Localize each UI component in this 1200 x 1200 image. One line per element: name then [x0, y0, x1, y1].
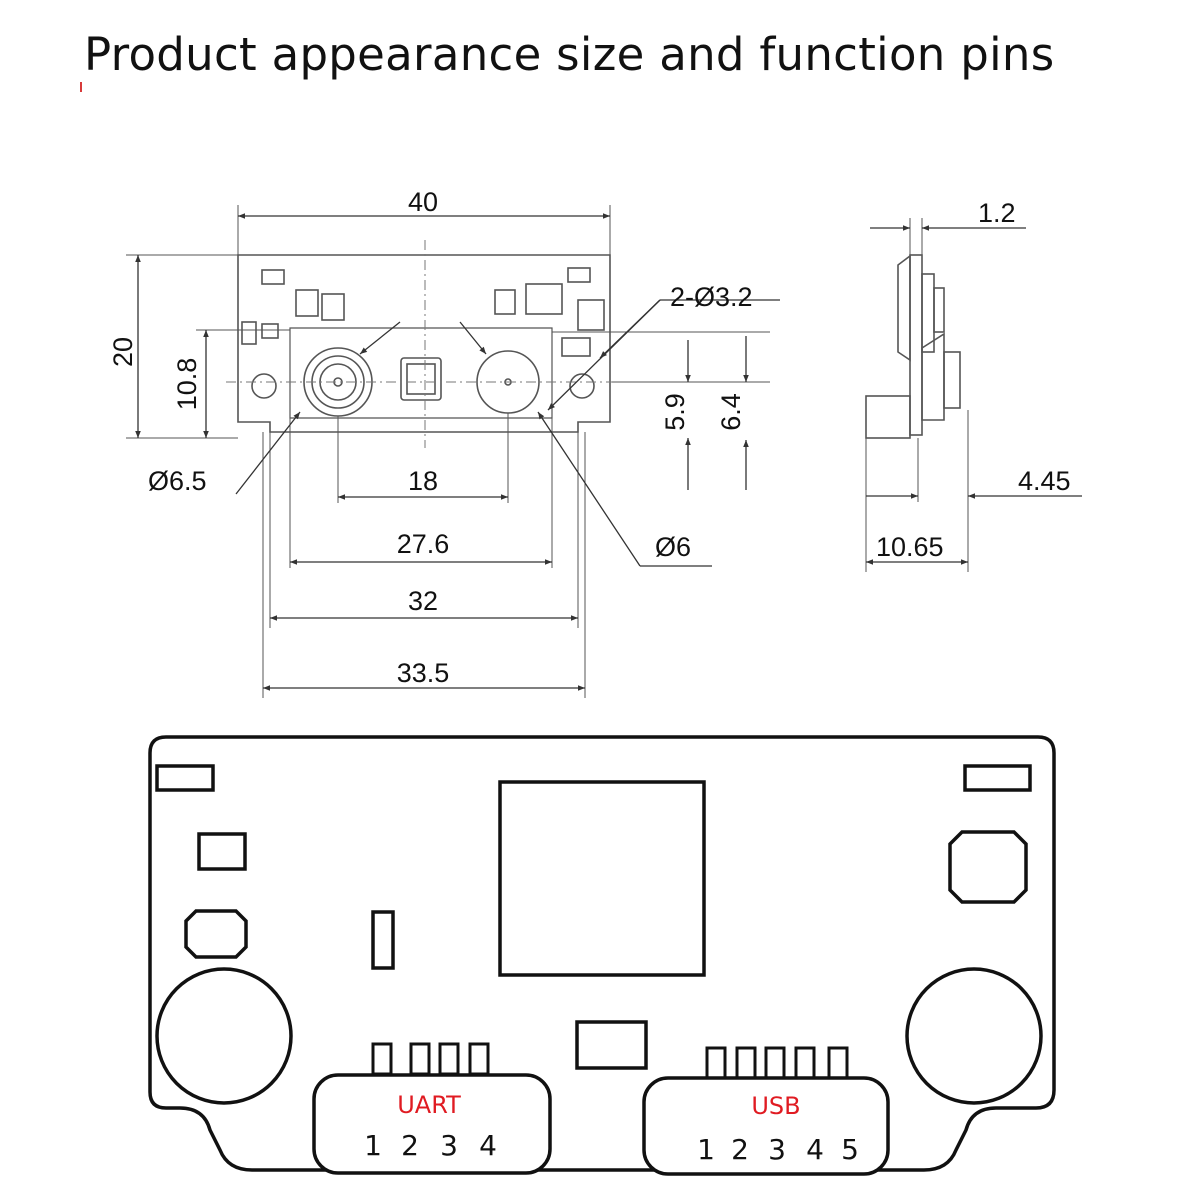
uart-pin-4: 4 [479, 1129, 497, 1162]
uart-pin-3: 3 [440, 1129, 458, 1162]
usb-pin-3: 3 [768, 1133, 786, 1166]
tab-width-label: 33.5 [397, 658, 450, 688]
usb-connector-housing [642, 1076, 890, 1176]
total-depth-label: 10.65 [876, 532, 944, 562]
side-view-outline [865, 254, 961, 439]
width-label: 40 [408, 187, 438, 217]
uart-pin-2: 2 [401, 1129, 419, 1162]
board-components [155, 764, 1043, 1105]
front-view-dimension-lines [135, 213, 749, 691]
lens-area-height-label: 10.8 [172, 358, 202, 411]
mount-holes-label: 2-Ø3.2 [670, 282, 753, 312]
hole-height-label: 6.4 [716, 393, 746, 431]
front-view-centerlines [226, 240, 620, 448]
hole-spacing-label: 32 [408, 586, 438, 616]
front-view-outline [237, 254, 611, 433]
depth-label: 4.45 [1018, 466, 1071, 496]
thickness-label: 1.2 [978, 198, 1016, 228]
side-view: 1.2 4.45 10.65 [865, 198, 1082, 572]
usb-pin-2: 2 [731, 1133, 749, 1166]
lens-spacing-label: 18 [408, 466, 438, 496]
usb-label: USB [751, 1092, 800, 1120]
uart-connector: UART 1 2 3 4 [312, 1042, 552, 1175]
side-view-labels: 1.2 4.45 10.65 [876, 198, 1071, 562]
center-height-label: 5.9 [660, 393, 690, 431]
height-label: 20 [108, 337, 138, 367]
usb-connector: USB 1 2 3 4 5 [642, 1046, 890, 1176]
uart-label: UART [397, 1091, 461, 1119]
usb-pin-1: 1 [697, 1133, 715, 1166]
board-outline [148, 735, 1056, 1172]
usb-pin-5: 5 [841, 1133, 859, 1166]
usb-pin-pads [705, 1046, 849, 1080]
right-lens-diameter-label: Ø6 [655, 532, 691, 562]
board-pin-diagram: UART 1 2 3 4 USB 1 2 3 4 5 [148, 735, 1056, 1176]
page-title: Product appearance size and function pin… [84, 28, 1055, 81]
left-lens-diameter-label: Ø6.5 [148, 466, 207, 496]
front-view-leader-lines [235, 299, 780, 567]
uart-pin-1: 1 [364, 1129, 382, 1162]
uart-pin-pads [371, 1042, 490, 1076]
front-view-labels: 40 20 10.8 Ø6.5 2-Ø3.2 18 Ø6 27.6 32 33.… [108, 187, 753, 688]
title-accent-mark [80, 82, 82, 92]
inner-width-label: 27.6 [397, 529, 450, 559]
side-view-extension-lines [865, 218, 969, 572]
uart-connector-housing [312, 1073, 552, 1175]
front-view: 40 20 10.8 Ø6.5 2-Ø3.2 18 Ø6 27.6 32 33.… [108, 187, 780, 698]
usb-pin-4: 4 [806, 1133, 824, 1166]
front-view-extension-lines [126, 205, 770, 698]
side-view-dimension-lines [866, 225, 1082, 565]
